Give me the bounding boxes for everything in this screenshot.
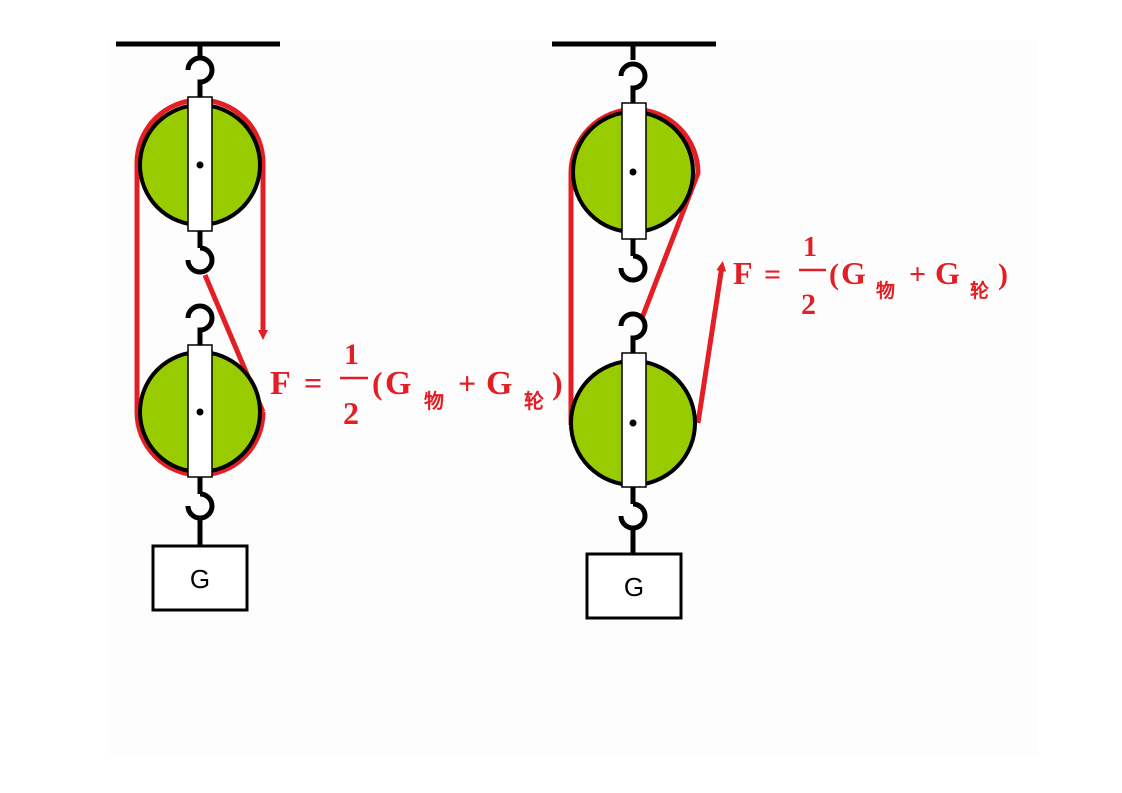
- right-weight-box: [585, 552, 683, 620]
- left-movable-hook-icon: [185, 303, 215, 345]
- left-top-hook-icon: [185, 55, 215, 97]
- formula-sub2: 轮: [970, 279, 989, 302]
- formula-numerator: 1: [344, 338, 359, 371]
- formula-sub1: 物: [876, 279, 895, 302]
- right-rope-pull-end: [695, 261, 727, 424]
- formula-equals: =: [304, 365, 322, 401]
- formula-sub2: 轮: [524, 389, 544, 413]
- right-pulley-system: G F = 1 2 ( G 物 + G 轮 ): [552, 41, 1008, 620]
- formula-g1: G: [385, 365, 411, 402]
- right-mid-hook-icon: [618, 253, 648, 283]
- right-movable-pulley-frame: [621, 352, 647, 488]
- formula-denominator: 2: [343, 395, 359, 431]
- right-weight-label: G: [624, 572, 644, 602]
- right-movable-hook-icon: [618, 311, 648, 353]
- right-force-formula: F = 1 2 ( G 物 + G 轮 ): [733, 232, 1008, 321]
- right-movable-pulley-axle: [629, 419, 637, 427]
- formula-F: F: [270, 365, 291, 402]
- left-mid-hook-icon: [185, 245, 215, 275]
- formula-g1: G: [841, 255, 866, 291]
- right-top-hook-icon: [618, 61, 648, 103]
- right-load-hook-icon: [618, 501, 648, 531]
- formula-g2: G: [486, 365, 512, 402]
- formula-F: F: [733, 255, 753, 291]
- formula-close-paren: ): [552, 365, 563, 401]
- formula-denominator: 2: [801, 288, 816, 321]
- formula-plus: +: [909, 258, 926, 291]
- formula-numerator: 1: [803, 232, 817, 263]
- right-fixed-pulley-axle: [629, 168, 637, 176]
- left-movable-pulley-axle: [196, 408, 204, 416]
- left-force-formula: F = 1 2 ( G 物 + G 轮 ): [270, 338, 563, 431]
- left-weight-label: G: [190, 564, 210, 594]
- formula-sub1: 物: [424, 389, 444, 413]
- formula-open-paren: (: [372, 365, 383, 401]
- formula-g2: G: [935, 255, 960, 291]
- left-pulley-system: G F = 1 2 ( G 物 + G 轮 ): [116, 41, 563, 612]
- formula-open-paren: (: [829, 258, 839, 291]
- formula-equals: =: [764, 258, 781, 291]
- formula-close-paren: ): [998, 258, 1008, 291]
- left-weight-box: [151, 544, 249, 612]
- formula-plus: +: [458, 365, 476, 401]
- left-load-hook-icon: [185, 491, 215, 521]
- left-fixed-pulley-axle: [196, 161, 204, 169]
